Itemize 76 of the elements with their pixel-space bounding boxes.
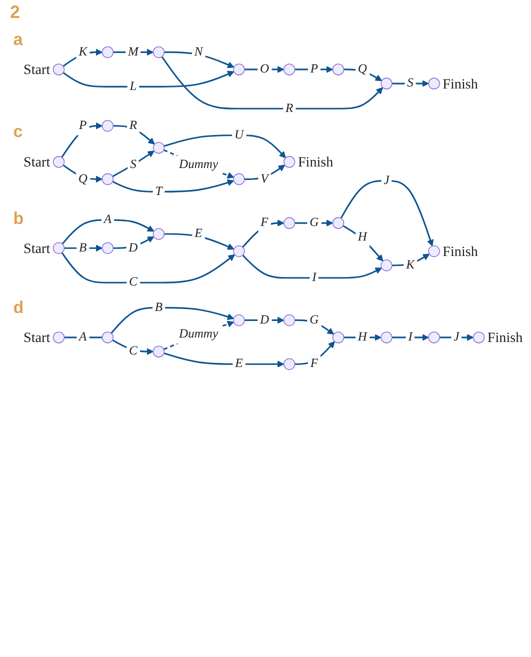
arrow — [113, 125, 155, 145]
event-dot — [233, 64, 245, 76]
arrow — [112, 339, 154, 356]
event-dot — [52, 156, 65, 168]
arrow — [244, 66, 284, 73]
event-dot — [332, 332, 344, 344]
panel-letter: b — [13, 208, 24, 229]
arrow — [342, 225, 384, 262]
event-dot — [283, 217, 296, 229]
event-dot — [380, 78, 392, 90]
event-dot — [152, 142, 165, 154]
event-dot — [52, 64, 65, 76]
arrow — [340, 180, 434, 246]
event-dot — [102, 332, 114, 344]
node-caption: Finish — [487, 330, 523, 346]
event-dot — [472, 332, 485, 344]
arrow — [61, 252, 235, 284]
arrow — [244, 316, 284, 324]
event-dot — [233, 245, 245, 258]
event-dot — [380, 259, 392, 272]
event-dot — [428, 78, 440, 90]
event-dot — [52, 332, 65, 344]
arrow — [244, 164, 286, 180]
event-dot — [233, 173, 245, 186]
event-dot — [380, 332, 392, 344]
event-dot — [428, 332, 440, 344]
event-dot — [52, 242, 65, 254]
arrow — [164, 352, 284, 368]
event-dot — [233, 314, 245, 326]
node-caption: Start — [24, 240, 50, 257]
arrow — [392, 80, 429, 87]
node-caption: Start — [24, 154, 50, 171]
event-dot — [102, 46, 114, 58]
arrow — [294, 220, 334, 226]
arrow — [242, 220, 284, 248]
arrow — [112, 150, 154, 178]
arrow — [294, 341, 335, 365]
arrow — [440, 334, 474, 341]
event-dot — [332, 64, 344, 76]
node-caption: Finish — [442, 76, 478, 92]
question-number: 2 — [10, 2, 20, 23]
node-caption: Finish — [298, 154, 334, 171]
arrow — [242, 254, 382, 279]
event-dot — [152, 228, 165, 240]
node-caption: Start — [24, 330, 50, 346]
arrow — [113, 236, 154, 249]
event-dot — [152, 346, 165, 358]
arrow — [62, 219, 154, 244]
event-dot — [332, 217, 344, 229]
edge-label: Dummy — [176, 156, 220, 174]
event-dot — [283, 64, 296, 76]
panel-letter: d — [13, 298, 24, 318]
node-caption: Finish — [442, 244, 478, 260]
arrow — [164, 134, 286, 158]
event-dot — [102, 120, 114, 132]
arrow — [344, 334, 382, 341]
arrow — [112, 179, 234, 192]
arrow — [164, 233, 234, 250]
arrow — [164, 51, 234, 68]
event-dot — [283, 314, 296, 326]
panel-letter: a — [13, 30, 23, 50]
arrow — [110, 306, 234, 334]
event-dot — [283, 358, 296, 370]
arrow — [392, 334, 429, 341]
edge-label: Dummy — [176, 324, 220, 344]
arrow — [62, 48, 103, 67]
event-dot — [283, 156, 296, 168]
event-dot — [102, 242, 114, 254]
arrow — [61, 122, 103, 158]
node-caption: Start — [24, 62, 50, 78]
panel-letter: c — [13, 122, 23, 142]
arrow — [62, 70, 234, 88]
event-dot — [152, 46, 165, 58]
arrow — [161, 56, 384, 110]
event-dot — [428, 245, 440, 258]
event-dot — [102, 173, 114, 186]
